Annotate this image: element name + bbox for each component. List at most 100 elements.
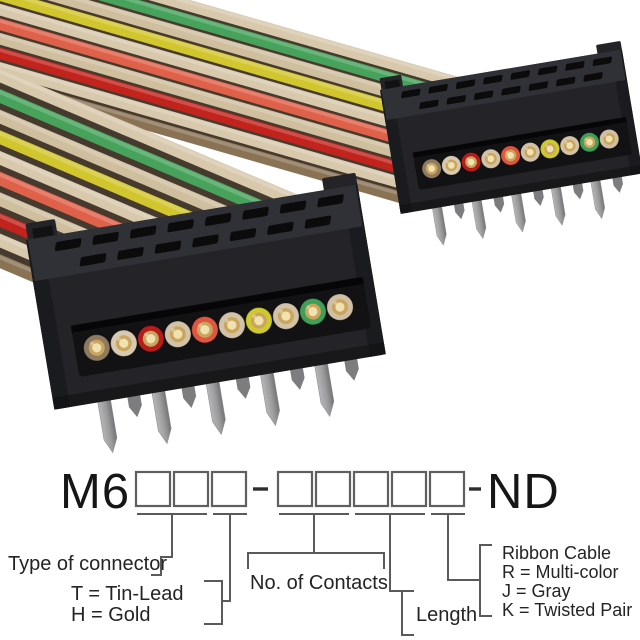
- part-number-digit-box: [276, 470, 314, 508]
- contact-highlight: [525, 147, 529, 151]
- contact-highlight: [545, 144, 549, 148]
- contact-gold-center: [546, 145, 554, 153]
- top-slot: [229, 228, 257, 242]
- contact-gold-center: [227, 320, 237, 330]
- top-slot: [279, 200, 307, 214]
- top-slot: [473, 90, 494, 100]
- ribbon-wire: [0, 0, 538, 110]
- right-connector: [379, 41, 640, 246]
- left-connector: [25, 173, 386, 454]
- contact-highlight: [306, 305, 311, 310]
- connector-bottom-shade: [52, 342, 386, 410]
- top-slot: [528, 81, 549, 91]
- part-number-digit-box: [172, 470, 210, 508]
- contact-gold-center: [487, 155, 495, 163]
- ribbon-wire-sheen: [0, 41, 429, 175]
- top-slot: [129, 225, 157, 239]
- top-slot: [54, 238, 82, 252]
- contact-highlight: [426, 164, 430, 168]
- contact-highlight: [171, 327, 176, 332]
- ribbon-wire-sheen: [1, 0, 524, 100]
- top-slot: [267, 221, 294, 235]
- top-slot: [154, 240, 182, 254]
- top-slot: [401, 88, 421, 99]
- contact-highlight: [466, 157, 470, 161]
- label-ribbon-j: J = Gray: [502, 581, 571, 601]
- leader-type-of-connector: [151, 514, 173, 576]
- contact-highlight: [279, 309, 284, 314]
- contact-highlight: [89, 341, 94, 346]
- top-slot: [167, 219, 194, 233]
- top-slot: [242, 206, 269, 220]
- top-slot: [117, 246, 144, 260]
- contact-gold-center: [335, 302, 345, 312]
- contact-gold-center: [281, 311, 291, 321]
- connector-top-face: [381, 49, 626, 120]
- ribbon-wire-sheen: [0, 59, 327, 212]
- top-slot: [592, 56, 612, 67]
- contact-gold-center: [173, 329, 183, 339]
- bracket-contacts: [247, 552, 385, 569]
- label-length: Length: [416, 604, 477, 626]
- label-plating-t: T = Tin-Lead: [71, 583, 183, 605]
- leader-ribbon: [447, 514, 480, 581]
- part-number-diagram: M6 ND Type of connector T = Tin-Lead H =…: [8, 465, 632, 636]
- connector-top-face: [27, 184, 363, 282]
- contact-recess-shadow: [412, 116, 627, 158]
- contact-gold-center: [92, 343, 102, 353]
- top-slot: [317, 194, 344, 208]
- contact-highlight: [144, 332, 149, 337]
- label-no-of-contacts: No. of Contacts: [250, 572, 388, 594]
- ribbon-wire-sheen: [0, 76, 312, 226]
- label-plating-h: H = Gold: [71, 604, 150, 626]
- ribbon-gap-shadow: [0, 0, 518, 110]
- top-slot: [428, 84, 448, 94]
- part-number-boxes-group1: [134, 470, 248, 508]
- top-slot: [501, 85, 521, 96]
- bracket-ribbon: [479, 544, 492, 617]
- top-slot: [446, 95, 466, 105]
- top-slot: [455, 79, 476, 89]
- top-slot: [204, 212, 232, 227]
- top-slot: [92, 231, 119, 245]
- top-slot: [583, 72, 603, 82]
- contact-gold-center: [308, 307, 318, 317]
- contact-highlight: [584, 137, 588, 141]
- ribbon-wire: [0, 50, 431, 196]
- contact-highlight: [564, 141, 568, 144]
- part-number-digit-box: [314, 470, 352, 508]
- top-slot: [419, 99, 439, 110]
- contact-gold-center: [200, 325, 210, 335]
- ribbon-wire: [0, 52, 341, 224]
- ribbon-wire-sheen: [0, 54, 416, 185]
- contact-gold-center: [507, 152, 514, 159]
- contact-highlight: [446, 160, 450, 164]
- part-number-prefix: M6: [60, 465, 130, 519]
- top-slot: [79, 253, 107, 267]
- ribbon-wire-sheen: [0, 28, 443, 164]
- contact-gold-center: [428, 165, 436, 173]
- leader-length: [389, 514, 402, 592]
- connector-bottom-shade: [399, 164, 640, 214]
- part-number-digit-box: [428, 470, 466, 508]
- ribbon-wire: [0, 36, 444, 185]
- top-slot: [556, 76, 576, 87]
- label-ribbon-k: K = Twisted Pair: [502, 600, 632, 620]
- bracket-plating: [204, 580, 223, 625]
- label-ribbon-r: R = Multi-color: [502, 562, 619, 582]
- part-number-digit-box: [210, 470, 248, 508]
- part-number-boxes-group2: [276, 470, 466, 508]
- contact-highlight: [252, 314, 257, 319]
- contact-gold-center: [254, 316, 264, 326]
- label-ribbon-cable: Ribbon Cable: [502, 543, 611, 563]
- ribbon-gap-shadow: [0, 5, 465, 153]
- bracket-length: [401, 590, 414, 636]
- contact-highlight: [485, 154, 489, 158]
- contact-highlight: [225, 318, 230, 323]
- contact-highlight: [198, 323, 203, 328]
- top-slot: [510, 70, 530, 80]
- contact-gold-center: [146, 334, 156, 344]
- part-number-suffix: ND: [487, 465, 560, 519]
